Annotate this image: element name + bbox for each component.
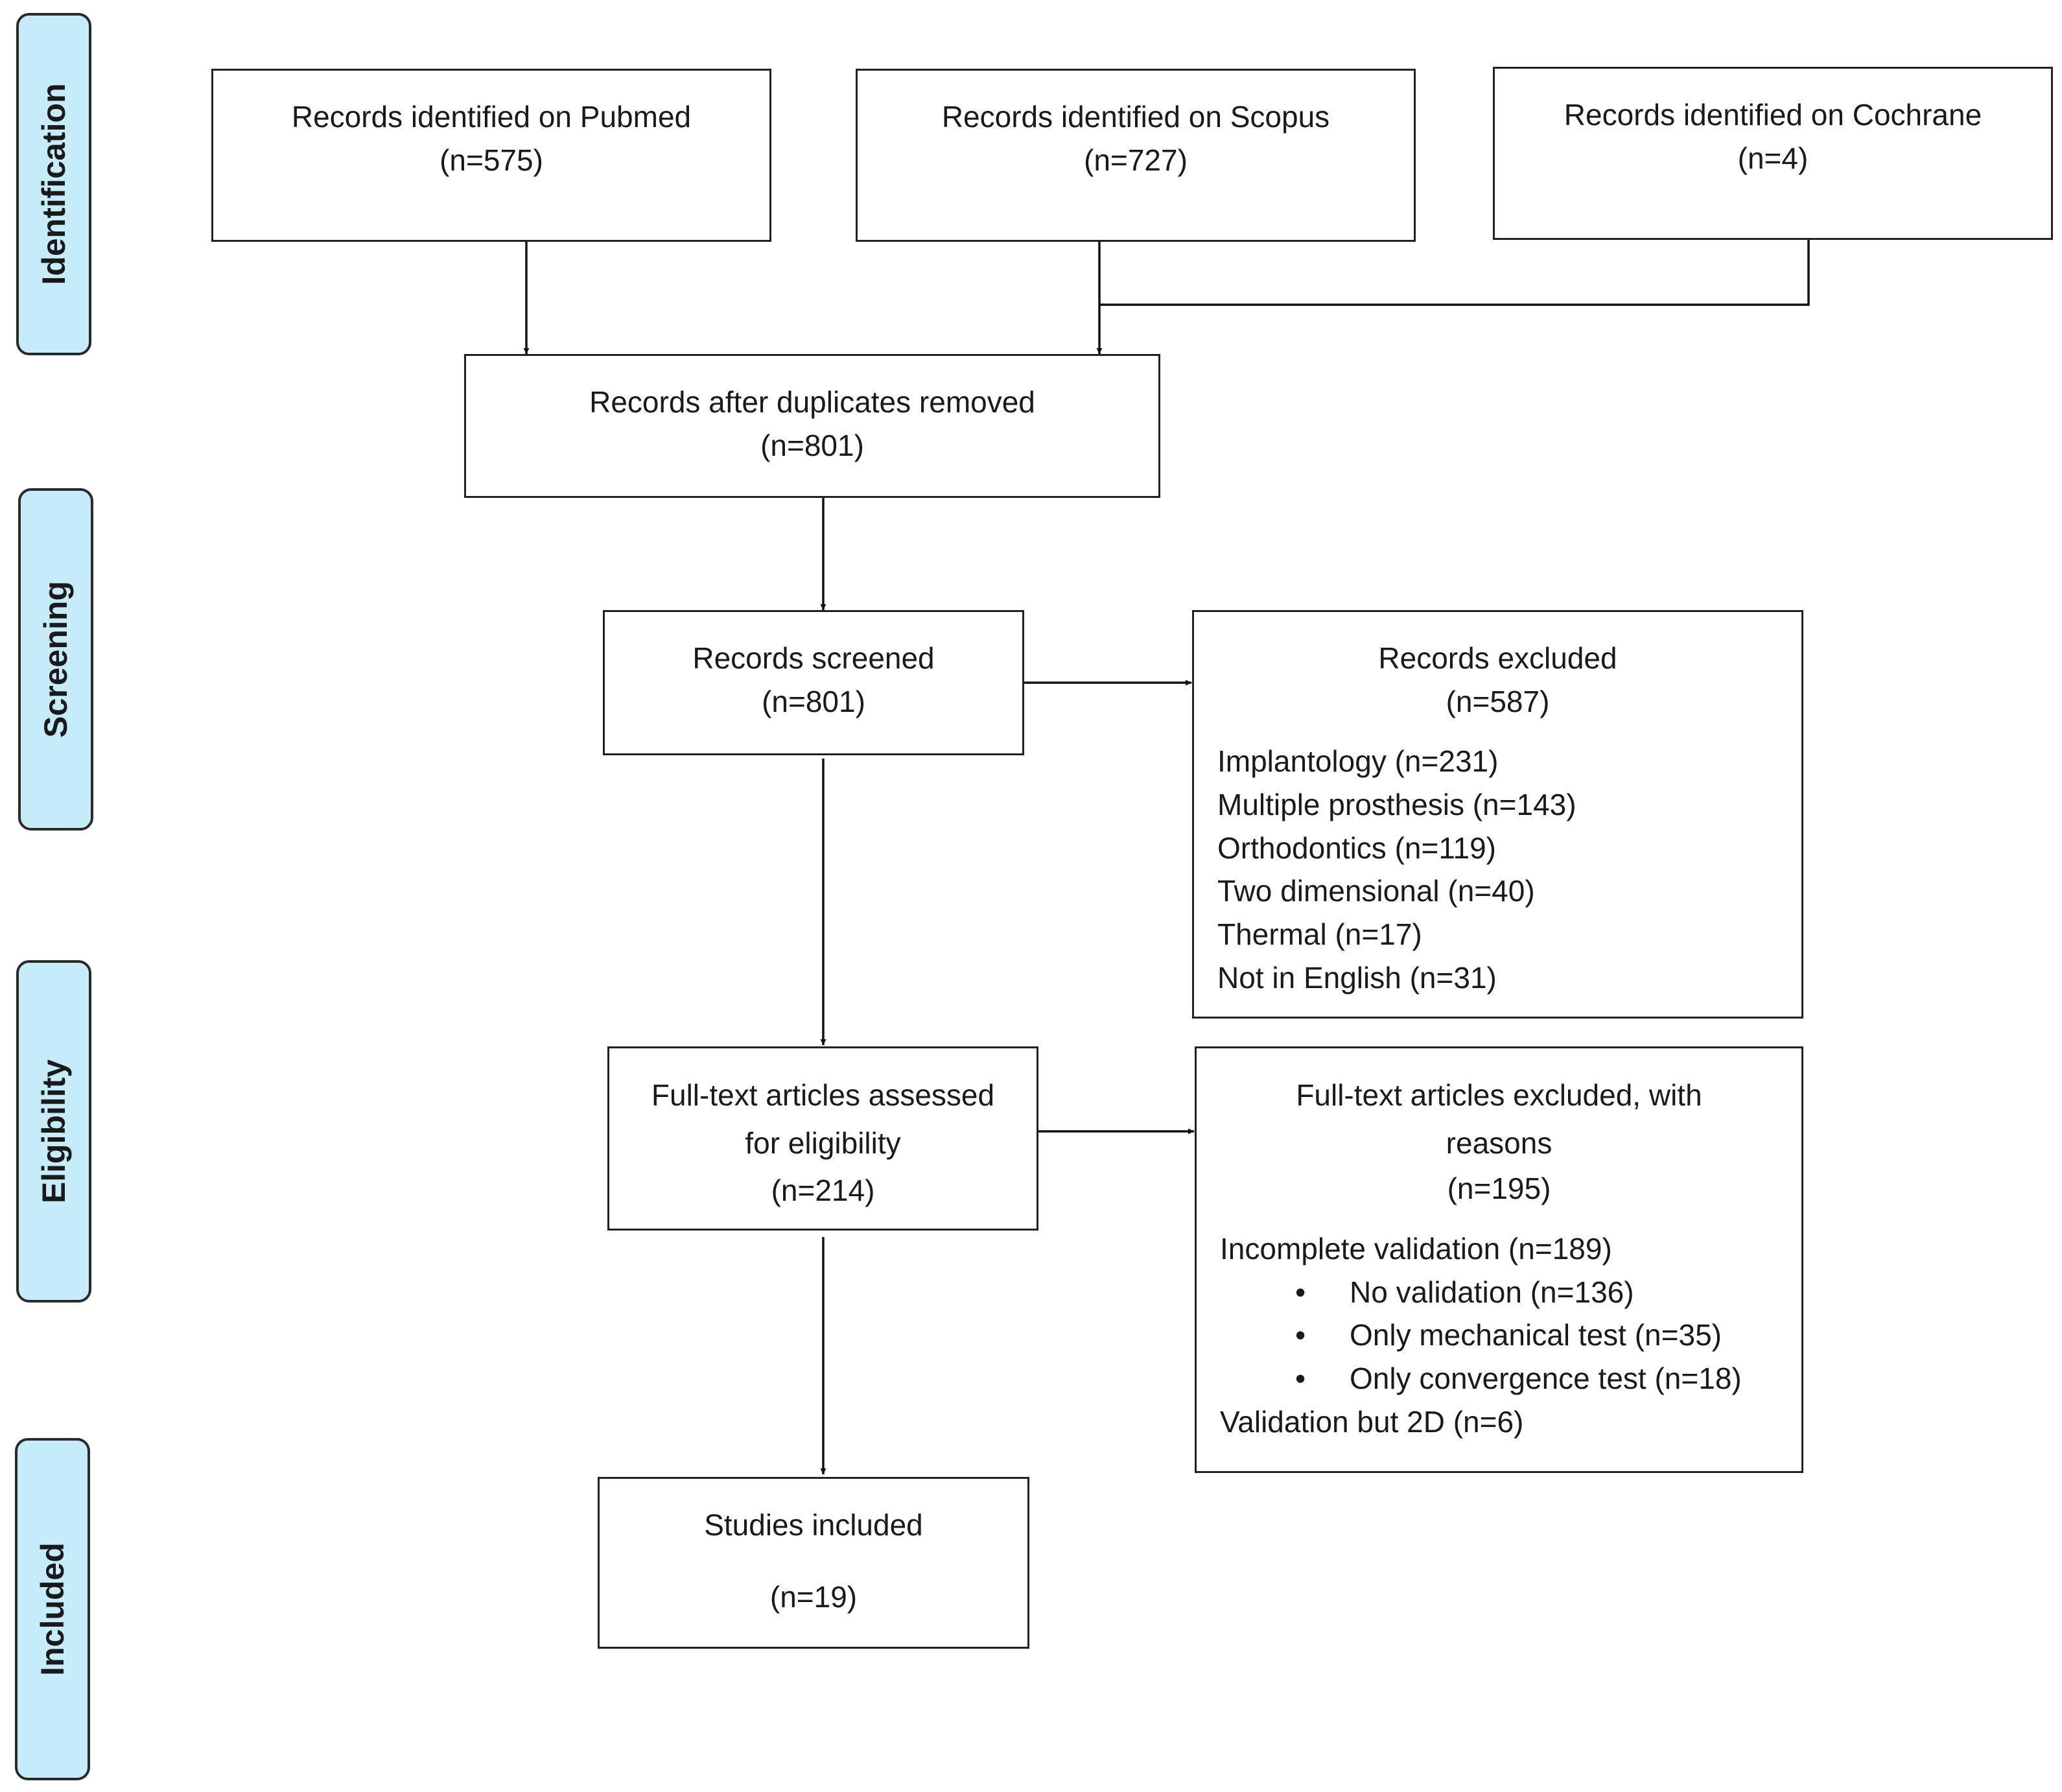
box-count: (n=195) bbox=[1447, 1172, 1551, 1206]
box-pubmed: Records identified on Pubmed (n=575) bbox=[211, 69, 771, 242]
box-title-line1: Full-text articles assessed bbox=[651, 1078, 995, 1112]
box-fulltext-excluded: Full-text articles excluded, with reason… bbox=[1195, 1046, 1803, 1473]
box-count: (n=727) bbox=[1084, 143, 1188, 177]
box-count: (n=801) bbox=[760, 428, 864, 462]
box-records-excluded: Records excluded (n=587) Implantology (n… bbox=[1192, 610, 1803, 1019]
box-count: (n=587) bbox=[1446, 684, 1550, 718]
line-cochrane-to-scopus bbox=[1099, 240, 1810, 306]
box-count: (n=575) bbox=[439, 143, 543, 177]
box-title-line2: for eligibility bbox=[745, 1126, 901, 1160]
exclusion-reason: Orthodontics (n=119) bbox=[1217, 831, 1496, 865]
phase-eligibility: Eligibility bbox=[16, 960, 91, 1303]
exclusion-reason: Two dimensional (n=40) bbox=[1217, 874, 1535, 908]
box-count: (n=19) bbox=[769, 1579, 858, 1614]
fulltext-exclusion-reasons: Incomplete validation (n=189) No validat… bbox=[1197, 1227, 1801, 1443]
box-cochrane: Records identified on Cochrane (n=4) bbox=[1493, 67, 2053, 240]
phase-included: Included bbox=[15, 1438, 90, 1780]
phase-identification: Identification bbox=[16, 13, 91, 355]
box-title-line2: reasons bbox=[1446, 1126, 1552, 1160]
exclusion-sub-reason: No validation (n=136) bbox=[1220, 1271, 1801, 1314]
box-scopus: Records identified on Scopus (n=727) bbox=[856, 69, 1416, 242]
box-title-line1: Full-text articles excluded, with bbox=[1296, 1078, 1702, 1112]
box-title: Records identified on Cochrane bbox=[1564, 98, 1982, 132]
box-count: (n=801) bbox=[762, 684, 865, 718]
exclusion-reason: Validation but 2D (n=6) bbox=[1220, 1404, 1524, 1439]
exclusion-reason: Implantology (n=231) bbox=[1217, 744, 1499, 779]
box-count: (n=214) bbox=[771, 1173, 875, 1208]
box-studies-included: Studies included (n=19) bbox=[598, 1477, 1029, 1649]
box-title: Records screened bbox=[692, 641, 935, 675]
exclusion-reason: Multiple prosthesis (n=143) bbox=[1217, 788, 1576, 822]
box-count: (n=4) bbox=[1737, 141, 1809, 175]
box-title: Studies included bbox=[704, 1508, 923, 1542]
box-duplicates-removed: Records after duplicates removed (n=801) bbox=[464, 354, 1160, 498]
box-title: Records identified on Scopus bbox=[941, 100, 1330, 134]
box-records-screened: Records screened (n=801) bbox=[603, 610, 1024, 755]
exclusion-reason: Thermal (n=17) bbox=[1217, 917, 1422, 952]
exclusion-sub-reason: Only mechanical test (n=35) bbox=[1220, 1314, 1801, 1357]
exclusion-reasons-list: Implantology (n=231) Multiple prosthesis… bbox=[1194, 740, 1801, 999]
exclusion-reason: Not in English (n=31) bbox=[1217, 960, 1497, 995]
phase-screening: Screening bbox=[18, 488, 93, 831]
exclusion-sub-reason: Only convergence test (n=18) bbox=[1220, 1357, 1801, 1400]
box-title: Records identified on Pubmed bbox=[291, 100, 692, 134]
box-title: Records excluded bbox=[1378, 641, 1617, 675]
exclusion-reason: Incomplete validation (n=189) bbox=[1220, 1231, 1612, 1266]
box-fulltext-assessed: Full-text articles assessed for eligibil… bbox=[607, 1046, 1038, 1231]
box-title: Records after duplicates removed bbox=[589, 385, 1035, 419]
